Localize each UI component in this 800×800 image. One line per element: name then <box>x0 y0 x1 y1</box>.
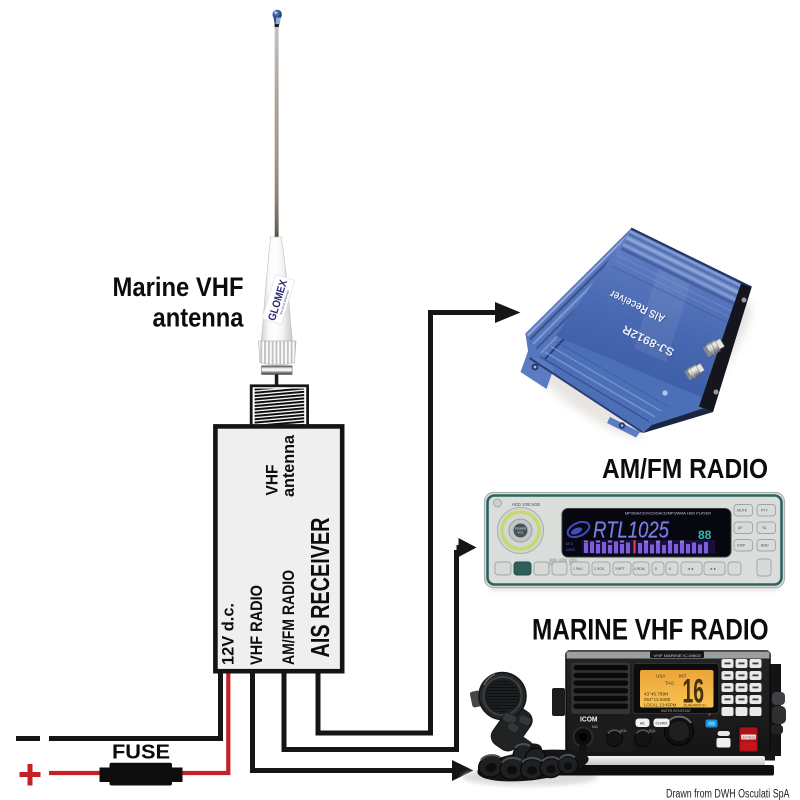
svg-text:Drawn from DWH Osculati SpA: Drawn from DWH Osculati SpA <box>666 789 790 800</box>
svg-text:3 RPT: 3 RPT <box>615 567 625 571</box>
svg-text:SQL: SQL <box>649 729 656 733</box>
svg-text:RTL1025: RTL1025 <box>594 517 670 543</box>
svg-text:4 RDM: 4 RDM <box>634 567 645 571</box>
svg-text:DISTRESS: DISTRESS <box>742 735 756 739</box>
svg-text:AM/FM RADIO: AM/FM RADIO <box>602 453 768 484</box>
svg-text:88: 88 <box>698 528 712 542</box>
svg-text:PTY: PTY <box>761 509 769 513</box>
svg-text:DISP: DISP <box>737 544 746 548</box>
svg-text:5: 5 <box>655 567 657 571</box>
svg-text:DUALWATCH: DUALWATCH <box>684 704 706 708</box>
svg-text:VOL: VOL <box>620 729 627 733</box>
svg-text:HDD 100/.5GB: HDD 100/.5GB <box>512 502 540 507</box>
svg-text:MP3/DA/CD/VCD/SACD/MP3/WMA HDD: MP3/DA/CD/VCD/SACD/MP3/WMA HDD PLAYER <box>625 511 711 516</box>
svg-text:antenna: antenna <box>153 303 245 333</box>
svg-text:MUTE: MUTE <box>737 509 748 513</box>
svg-text:43°45.789N: 43°45.789N <box>644 692 668 697</box>
svg-text:VHF RADIO: VHF RADIO <box>247 585 266 665</box>
svg-text:DISC: DISC <box>566 547 576 552</box>
svg-text:antenna: antenna <box>280 434 298 497</box>
svg-text:►►: ►► <box>710 567 717 571</box>
svg-text:ICOM: ICOM <box>580 715 598 724</box>
svg-text:16: 16 <box>683 673 705 711</box>
svg-text:TA: TA <box>762 526 767 530</box>
svg-text:MARINE VHF RADIO: MARINE VHF RADIO <box>532 614 769 647</box>
svg-text:AF: AF <box>738 526 743 530</box>
svg-text:6: 6 <box>669 567 671 571</box>
svg-text:AIS RECEIVER: AIS RECEIVER <box>307 518 335 658</box>
svg-text:LOCAL 13:45PM: LOCAL 13:45PM <box>644 702 677 707</box>
svg-text:M D: M D <box>566 541 573 546</box>
svg-text:1 PAU: 1 PAU <box>573 567 583 571</box>
svg-text:WATER RESISTANT: WATER RESISTANT <box>661 709 692 713</box>
svg-text:USA: USA <box>656 674 666 679</box>
svg-text:VOL: VOL <box>517 531 523 535</box>
svg-text:VHF MARINE IC-M603: VHF MARINE IC-M603 <box>654 653 702 658</box>
svg-text:TAG: TAG <box>665 681 675 686</box>
svg-text:RTL1025: RTL1025 <box>593 517 669 543</box>
svg-text:VHF: VHF <box>264 465 282 496</box>
svg-text:INT: INT <box>679 674 687 679</box>
svg-text:Marine VHF: Marine VHF <box>113 272 244 302</box>
svg-text:MIC: MIC <box>592 725 599 729</box>
svg-text:FUSE: FUSE <box>112 742 170 764</box>
svg-text:AM/FM RADIO: AM/FM RADIO <box>279 570 298 665</box>
svg-text:004°13.500E: 004°13.500E <box>644 697 671 702</box>
svg-text:◄◄: ◄◄ <box>687 567 694 571</box>
svg-text:CH/WX: CH/WX <box>656 722 669 726</box>
svg-text:2 SCN: 2 SCN <box>594 567 605 571</box>
svg-text:the art of antennas: the art of antennas <box>279 289 290 315</box>
svg-text:BND: BND <box>761 544 769 548</box>
svg-text:POWER: POWER <box>515 527 527 531</box>
svg-text:H/L: H/L <box>640 722 646 726</box>
svg-text:12V d.c.: 12V d.c. <box>219 603 238 665</box>
